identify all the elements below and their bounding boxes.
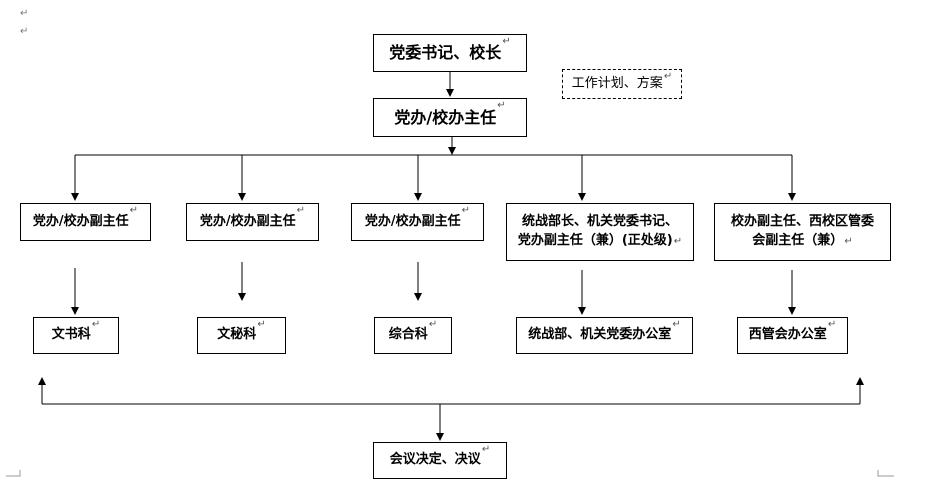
paragraph-mark: ↵ [428,319,438,330]
meeting-decision-box: 会议决定、决议↵ [373,442,507,479]
page-corner-bottom-left [6,470,21,477]
box-label: 文书科 [51,327,91,343]
west-committee-office-box: 西管会办公室↵ [737,317,848,354]
box-label: 党办/校办副主任 [364,213,461,229]
deputy-director-box-2: 党办/校办副主任↵ [186,203,319,241]
united-front-minister-box: 统战部长、机关党委书记、 党办副主任（兼）(正处级)↵ [506,203,694,261]
paragraph-mark: ↵ [663,71,673,82]
paragraph-mark: ↵ [91,319,101,330]
party-secretary-president-box: 党委书记、校长↵ [373,34,527,72]
united-front-office-box: 统战部、机关党委办公室↵ [516,317,693,354]
document-section-box: 文书科↵ [33,317,119,354]
page-corner-bottom-right [877,470,894,477]
paragraph-mark: ↵ [296,205,306,216]
paragraph-mark: ↵ [461,205,471,216]
paragraph-mark: ↵ [20,8,29,19]
box-label: 工作计划、方案 [571,75,663,91]
box-label-line-2: 会副主任（兼） [752,233,844,248]
west-campus-deputy-box: 校办副主任、西校区管委 会副主任（兼）↵ [714,203,891,261]
box-label: 综合科 [388,327,428,343]
work-plan-note-box: 工作计划、方案↵ [562,69,682,99]
box-label: 文秘科 [217,327,257,343]
paragraph-mark: ↵ [20,26,29,37]
paragraph-mark: ↵ [844,236,853,247]
office-director-box: 党办/校办主任↵ [373,98,527,137]
box-label-line-1: 校办副主任、西校区管委 [730,214,874,230]
box-label-line-2: 党办副主任（兼）(正处级) [517,233,673,248]
box-label: 党办/校办副主任 [199,213,296,229]
box-label: 西管会办公室 [748,327,827,343]
paragraph-mark: ↵ [257,319,266,330]
box-label: 会议决定、决议 [389,452,481,468]
paragraph-mark: ↵ [497,100,506,111]
paragraph-mark: ↵ [672,319,681,330]
box-label: 党委书记、校长 [389,43,502,63]
paragraph-mark: ↵ [129,205,139,216]
box-label: 统战部、机关党委办公室 [528,327,672,343]
paragraph-mark: ↵ [502,36,511,47]
box-label-line-1: 统战部长、机关党委书记、 [521,214,678,230]
paragraph-mark: ↵ [481,444,491,455]
deputy-director-box-1: 党办/校办副主任↵ [20,203,151,241]
paragraph-mark: ↵ [673,236,683,247]
general-section-box: 综合科↵ [374,317,452,354]
deputy-director-box-3: 党办/校办副主任↵ [351,203,484,241]
paragraph-mark: ↵ [827,319,837,330]
secretarial-section-box: 文秘科↵ [197,317,286,354]
box-label: 党办/校办副主任 [32,213,129,229]
box-label: 党办/校办主任 [394,107,497,127]
